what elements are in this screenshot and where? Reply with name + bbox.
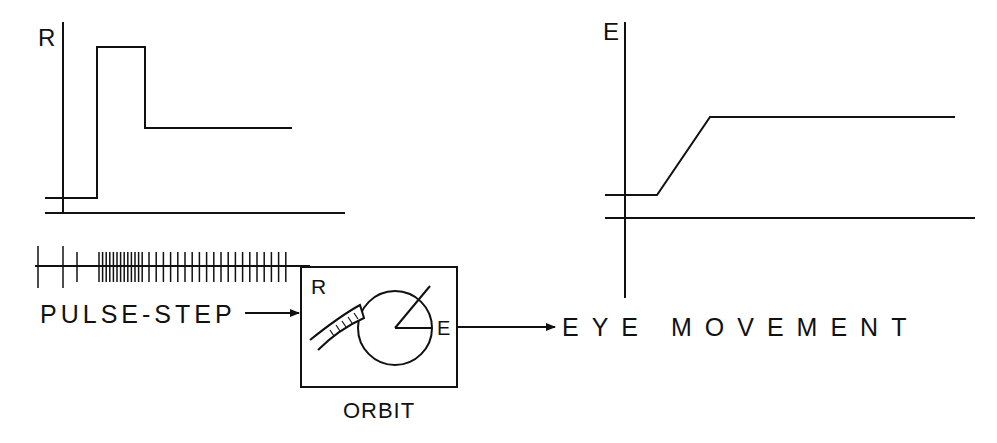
reference-line <box>395 327 432 329</box>
pulse-step-trace <box>45 47 292 198</box>
spike <box>249 252 251 282</box>
spike <box>227 252 229 282</box>
spike <box>242 252 244 282</box>
eye-position-trace <box>605 117 955 195</box>
spike-train <box>38 246 286 288</box>
output-name: EYE MOVEMENT <box>562 315 919 340</box>
spike <box>191 252 193 282</box>
spike <box>102 252 104 282</box>
spike <box>184 252 186 282</box>
spike <box>98 252 100 282</box>
muscle-shape <box>310 305 364 350</box>
muscle-label: R <box>311 276 326 297</box>
signal-name: PULSE-STEP <box>40 302 236 327</box>
spike <box>220 252 222 282</box>
spike <box>213 252 215 282</box>
spike <box>206 252 208 282</box>
spike <box>113 252 115 282</box>
axis-label: E <box>603 20 619 44</box>
spike <box>62 246 64 288</box>
spike <box>134 252 136 282</box>
spike <box>256 252 258 282</box>
r-baseline <box>45 212 345 214</box>
spike <box>170 252 172 282</box>
spike <box>105 252 107 282</box>
spike <box>235 252 237 282</box>
input-arrow <box>245 312 299 314</box>
spike <box>37 246 39 288</box>
spike <box>141 252 143 282</box>
spike <box>271 252 273 282</box>
spike <box>116 252 118 282</box>
e-baseline <box>605 217 975 219</box>
r-axis <box>62 22 64 214</box>
spike <box>177 252 179 282</box>
spike <box>131 252 133 282</box>
muscle-hatching <box>330 313 358 336</box>
spike <box>163 252 165 282</box>
spike <box>263 252 265 282</box>
e-axis <box>624 22 626 298</box>
spike <box>120 252 122 282</box>
spike <box>123 252 125 282</box>
spike <box>285 252 287 282</box>
spike <box>278 252 280 282</box>
spike <box>148 252 150 282</box>
spike <box>127 252 129 282</box>
angle-label: E <box>437 318 450 338</box>
spike <box>155 252 157 282</box>
gaze-line <box>395 286 430 328</box>
output-arrow <box>458 326 555 328</box>
spike <box>76 252 78 282</box>
spike <box>109 252 111 282</box>
spike <box>138 252 140 282</box>
box-heading: ORBIT <box>343 400 415 422</box>
spike <box>199 252 201 282</box>
axis-label: R <box>38 26 55 50</box>
